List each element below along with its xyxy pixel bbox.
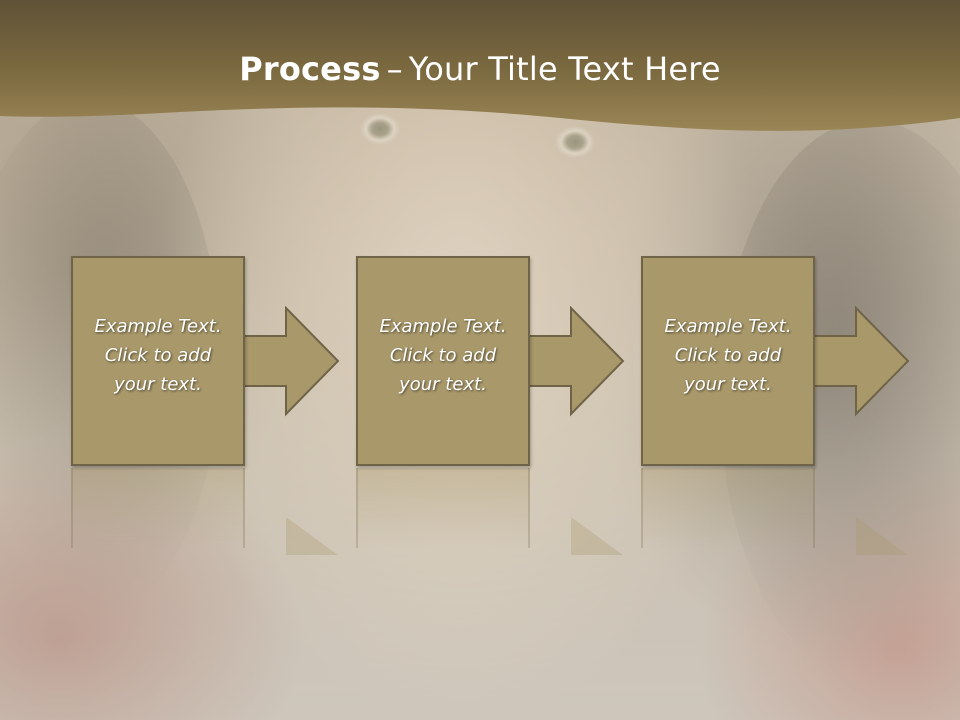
process-step-1[interactable]: Example Text. Click to add your text.: [71, 256, 245, 466]
step-2-text[interactable]: Example Text. Click to add your text.: [379, 316, 507, 395]
step-1-text[interactable]: Example Text. Click to add your text.: [94, 316, 222, 395]
process-step-2[interactable]: Example Text. Click to add your text.: [356, 256, 530, 466]
step-3-text[interactable]: Example Text. Click to add your text.: [664, 316, 792, 395]
arrow-3-reflection: [856, 517, 908, 555]
title-rest: Your Title Text Here: [408, 50, 721, 88]
arrow-right-icon: [812, 306, 910, 417]
title-strong: Process: [239, 50, 381, 88]
step-1-reflection: [71, 468, 245, 548]
arrow-1-reflection: [286, 517, 338, 555]
slide-title[interactable]: Process–Your Title Text Here: [0, 50, 960, 88]
header-band: [0, 0, 960, 131]
step-2-reflection: [356, 468, 530, 548]
arrow-2-reflection: [571, 517, 623, 555]
step-3-reflection: [641, 468, 815, 548]
arrow-right-icon: [242, 306, 340, 417]
process-step-3[interactable]: Example Text. Click to add your text.: [641, 256, 815, 466]
arrow-right-icon: [527, 306, 625, 417]
title-dash: –: [386, 50, 403, 88]
